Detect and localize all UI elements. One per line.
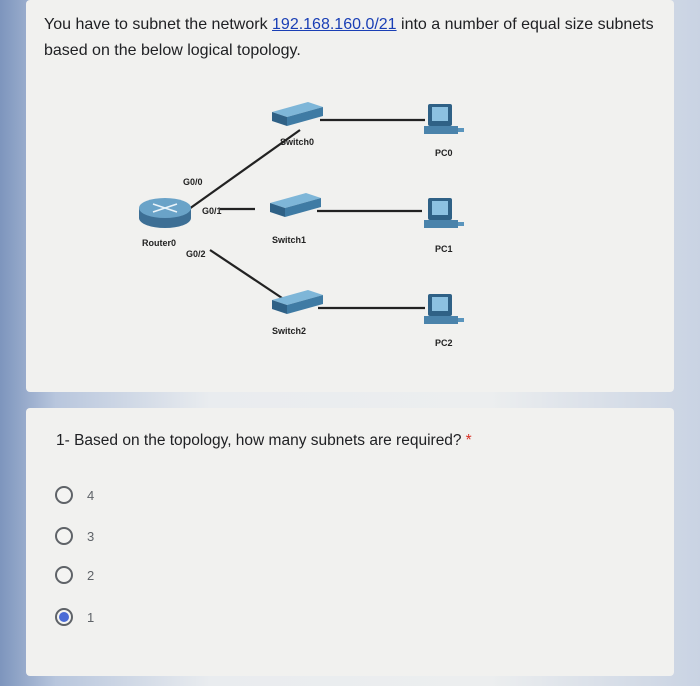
pc1-icon: [424, 198, 464, 228]
option-label: 4: [87, 487, 95, 503]
switch2-label: Switch2: [272, 326, 306, 336]
description-card: [26, 0, 674, 392]
network-link[interactable]: 192.168.160.0/21: [272, 16, 397, 33]
pc0-label: PC0: [435, 148, 453, 158]
option-3[interactable]: 3: [55, 524, 94, 548]
pc2-label: PC2: [435, 338, 453, 348]
question-card: [26, 408, 674, 676]
option-label: 3: [87, 528, 95, 544]
intro-text: You have to subnet the network 192.168.1…: [44, 12, 664, 64]
required-marker: *: [465, 432, 472, 449]
port-g0-0-label: G0/0: [183, 177, 203, 187]
radio-button[interactable]: [55, 566, 73, 584]
pc0-icon: [424, 104, 464, 134]
question-title: 1- Based on the topology, how many subne…: [56, 432, 472, 450]
radio-button[interactable]: [55, 608, 73, 626]
port-g0-1-label: G0/1: [202, 206, 222, 216]
option-label: 2: [87, 567, 95, 583]
switch1-label: Switch1: [272, 235, 306, 245]
intro-prefix: You have to subnet the network: [44, 16, 273, 33]
pc1-label: PC1: [435, 244, 453, 254]
link-router-switch2: [209, 249, 286, 301]
switch0-icon: [272, 102, 323, 126]
link-router-switch0: [181, 129, 301, 215]
router-icon: [139, 198, 191, 228]
network-topology-diagram: Router0 G0/0 G0/1 G0/2 Switch0 Switch1 S…: [139, 102, 464, 348]
switch0-label: Switch0: [280, 137, 314, 147]
radio-button[interactable]: [55, 486, 73, 504]
switch2-icon: [272, 290, 323, 314]
question-text: 1- Based on the topology, how many subne…: [56, 432, 462, 449]
switch1-icon: [270, 193, 321, 217]
port-g0-2-label: G0/2: [186, 249, 206, 259]
option-1[interactable]: 1: [55, 605, 94, 629]
pc2-icon: [424, 294, 464, 324]
option-label: 1: [87, 609, 95, 625]
option-4[interactable]: 4: [55, 483, 94, 507]
intro-suffix: into a number of equal size subnets base…: [44, 16, 654, 59]
option-2[interactable]: 2: [55, 563, 94, 587]
radio-button[interactable]: [55, 527, 73, 545]
router-label: Router0: [142, 238, 176, 248]
